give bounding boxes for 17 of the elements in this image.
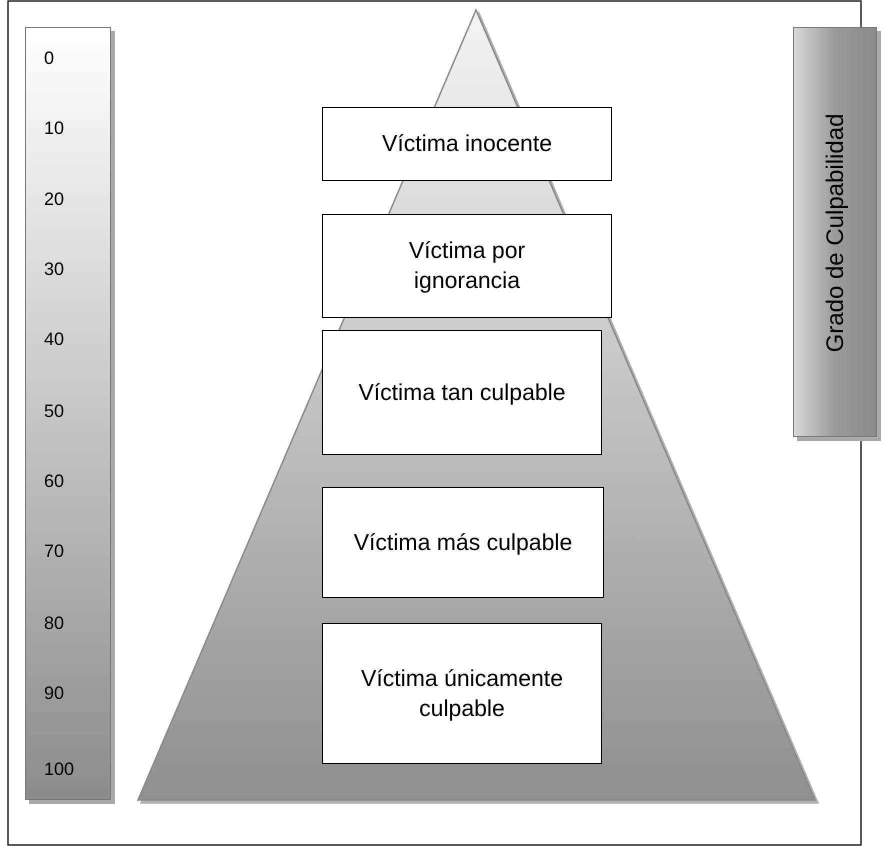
level-box: Víctima por ignorancia [322, 214, 612, 318]
scale-value: 70 [44, 540, 64, 562]
scale-value: 50 [44, 400, 64, 422]
scale-value: 80 [44, 612, 64, 634]
scale-value: 0 [44, 47, 54, 69]
scale-value: 30 [44, 258, 64, 280]
level-box: Víctima inocente [322, 107, 612, 181]
bar-label: Grado de Culpabilidad [822, 114, 850, 352]
scale-value: 40 [44, 328, 64, 350]
level-box: Víctima tan culpable [322, 330, 602, 455]
scale-value: 10 [44, 117, 64, 139]
level-box: Víctima únicamente culpable [322, 623, 602, 764]
scale-value: 90 [44, 682, 64, 704]
scale-value: 20 [44, 188, 64, 210]
level-box: Víctima más culpable [322, 487, 604, 598]
scale-value: 60 [44, 470, 64, 492]
scale-value: 100 [44, 758, 74, 780]
